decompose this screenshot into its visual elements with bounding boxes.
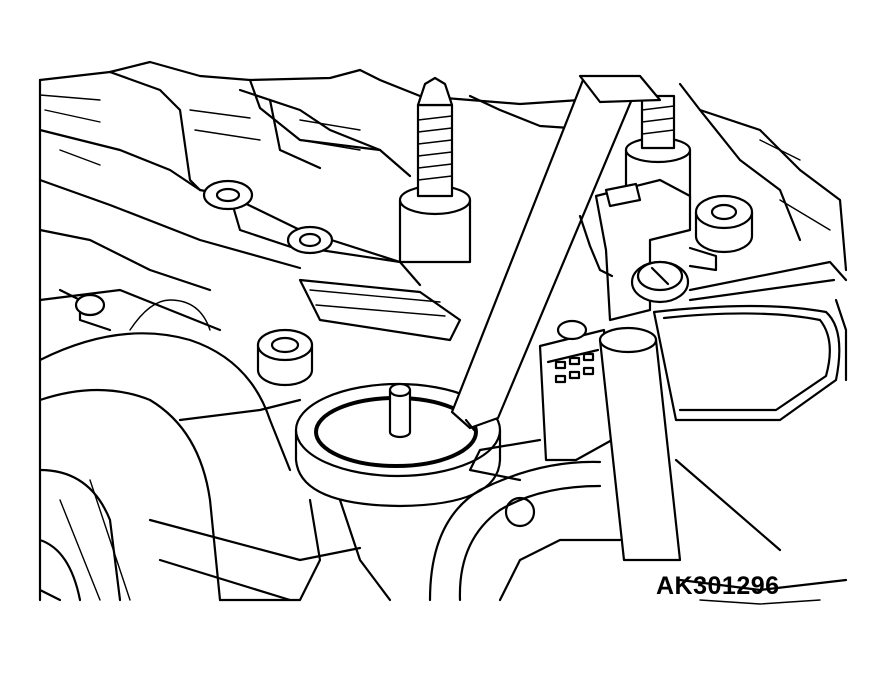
lower-housing [338,460,848,605]
screwdriver-tool [450,74,662,432]
guide-rod [598,326,682,562]
accumulator-bore [294,382,502,508]
figure-code: AK301296 [656,572,780,600]
wiring-connector [468,319,614,482]
bolt-bosses [202,179,754,528]
oil-pan-cover [652,304,841,552]
threaded-stud-left [398,76,472,264]
drive-shaft-assembly [38,288,362,602]
shift-linkage [578,178,848,322]
